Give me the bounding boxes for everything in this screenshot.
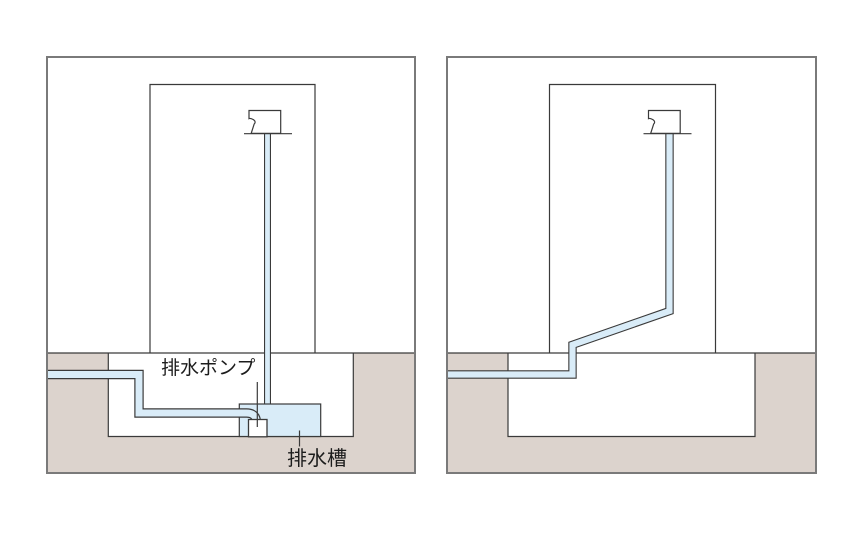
toilet-fixture [647, 109, 681, 134]
right-panel-gravity-drainage [446, 56, 817, 474]
left-panel-pump-drainage [46, 56, 416, 474]
basement-pit [508, 353, 755, 437]
pump-label: 排水ポンプ [161, 357, 256, 379]
gravity-drain-pipe-core [448, 134, 673, 378]
tank-label: 排水槽 [287, 446, 347, 470]
pit-outline [507, 353, 756, 438]
pit-outline [107, 353, 354, 438]
building-outline [149, 83, 316, 353]
building-outline [548, 83, 717, 353]
toilet-fixture [248, 109, 282, 134]
